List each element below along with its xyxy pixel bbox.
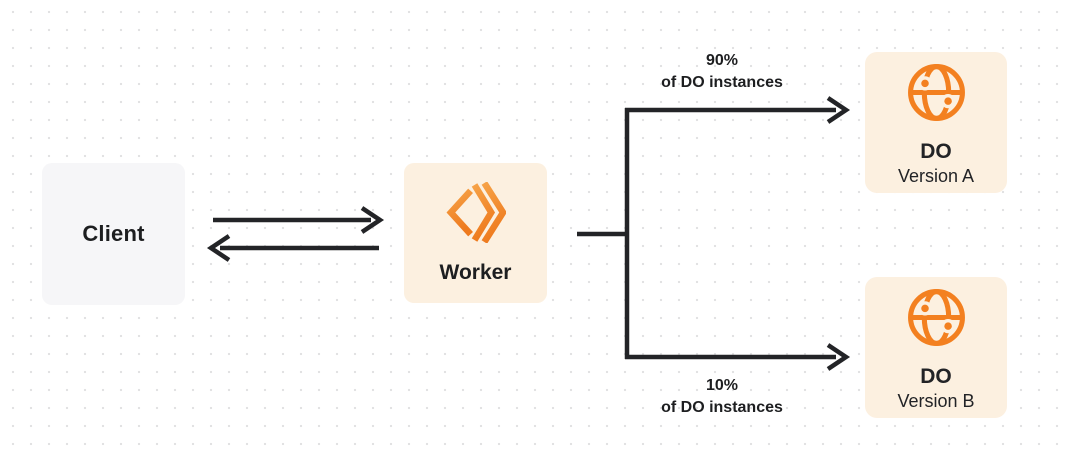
do-version-a-node: DO Version A <box>865 52 1007 193</box>
arrow-branch-bottom <box>625 343 851 371</box>
durable-object-globe-icon <box>906 62 967 123</box>
arrow-client-to-worker <box>213 206 385 234</box>
client-node: Client <box>42 163 185 305</box>
durable-object-globe-icon <box>906 287 967 348</box>
do-b-title: DO <box>920 365 952 388</box>
branch-top-percent: 90% <box>705 52 739 69</box>
branch-top-caption: of DO instances <box>661 74 783 91</box>
client-label: Client <box>82 221 145 246</box>
do-version-b-node: DO Version B <box>865 277 1007 418</box>
branch-split-line <box>577 108 630 359</box>
branch-bottom-caption: of DO instances <box>661 399 783 416</box>
branch-bottom-label: 10% of DO instances <box>592 375 852 419</box>
do-b-version-label: Version B <box>897 391 975 411</box>
worker-node: Worker <box>404 163 547 303</box>
workers-chevrons-icon <box>445 181 507 244</box>
arrow-worker-to-client <box>206 234 379 262</box>
do-a-version-label: Version A <box>897 166 975 186</box>
do-a-title: DO <box>920 140 952 163</box>
branch-bottom-percent: 10% <box>705 377 739 394</box>
branch-top-label: 90% of DO instances <box>592 50 852 94</box>
arrow-branch-top <box>625 96 851 124</box>
worker-label: Worker <box>439 261 512 284</box>
